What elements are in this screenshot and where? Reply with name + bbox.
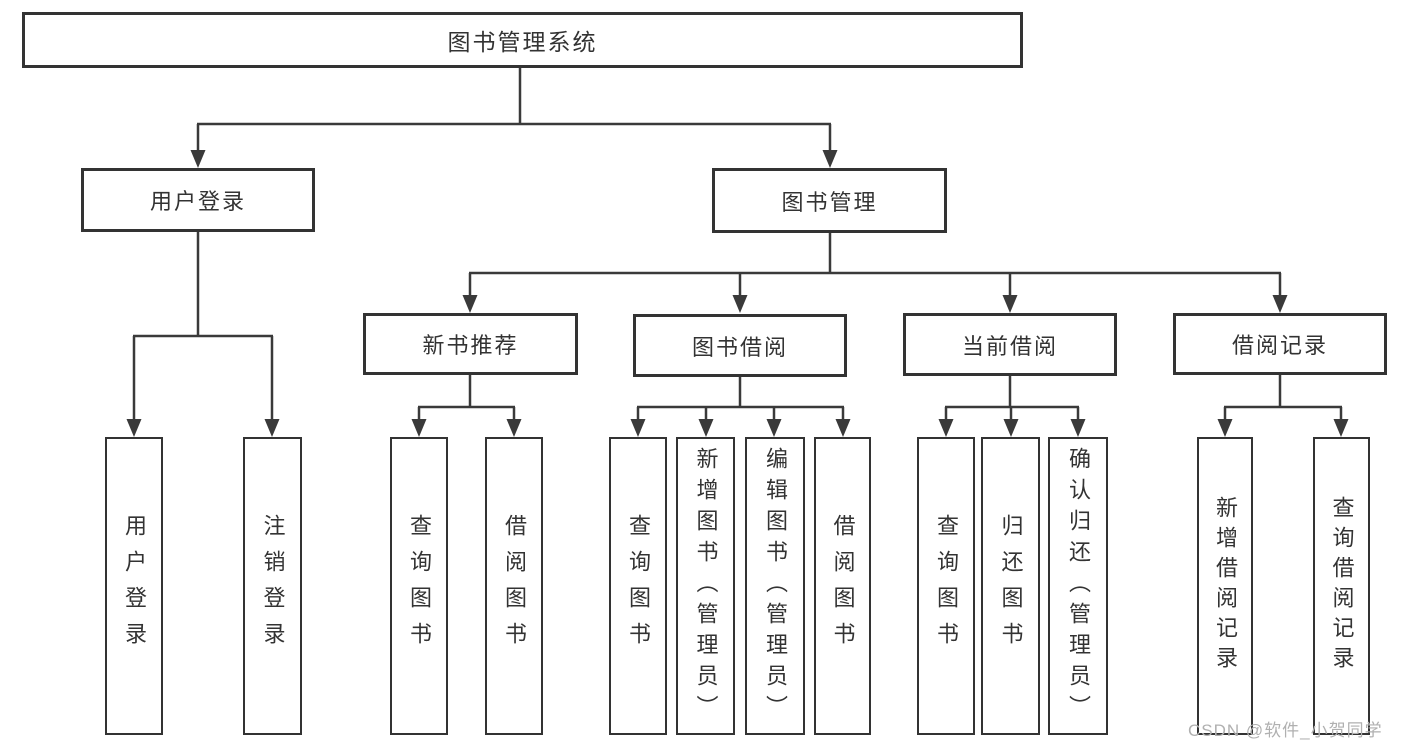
node-current-borrowing-label: 当前借阅 <box>961 333 1058 359</box>
node-borrowing-records-label: 借阅记录 <box>1231 333 1328 358</box>
leaf-user-login: 用户登录 <box>105 437 163 735</box>
csdn-watermark: CSDN @软件_小贺同学 <box>1188 721 1383 740</box>
node-new-book-recommend-label: 新书推荐 <box>422 333 519 358</box>
leaf-borrow-books-borrowing: 借阅图书 <box>814 437 871 735</box>
node-book-borrowing: 图书借阅 <box>633 314 847 377</box>
node-borrowing-records: 借阅记录 <box>1173 313 1387 375</box>
leaf-logout: 注销登录 <box>243 437 302 735</box>
leaf-borrow-books-recommend: 借阅图书 <box>485 437 543 735</box>
node-root-system: 图书管理系统 <box>22 12 1023 68</box>
node-current-borrowing: 当前借阅 <box>903 313 1117 376</box>
node-book-management: 图书管理 <box>712 168 947 233</box>
leaf-query-books-borrowing: 查询图书 <box>609 437 667 735</box>
node-user-login: 用户登录 <box>81 168 315 232</box>
arrowhead-icons <box>126 150 1349 437</box>
leaf-return-books: 归还图书 <box>981 437 1040 735</box>
leaf-add-borrow-record: 新增借阅记录 <box>1197 437 1253 735</box>
node-book-management-label: 图书管理 <box>781 189 878 215</box>
node-user-login-label: 用户登录 <box>149 189 246 214</box>
node-book-borrowing-label: 图书借阅 <box>691 334 788 360</box>
leaf-query-borrow-record: 查询借阅记录 <box>1313 437 1370 735</box>
leaf-query-books-current: 查询图书 <box>917 437 975 735</box>
node-root-label: 图书管理系统 <box>447 29 598 55</box>
leaf-add-books-admin: 新增图书（管理员） <box>676 437 735 735</box>
node-new-book-recommend: 新书推荐 <box>363 313 578 375</box>
leaf-confirm-return-admin: 确认归还（管理员） <box>1048 437 1108 735</box>
leaf-edit-books-admin: 编辑图书（管理员） <box>745 437 805 735</box>
leaf-query-books-recommend: 查询图书 <box>390 437 448 735</box>
